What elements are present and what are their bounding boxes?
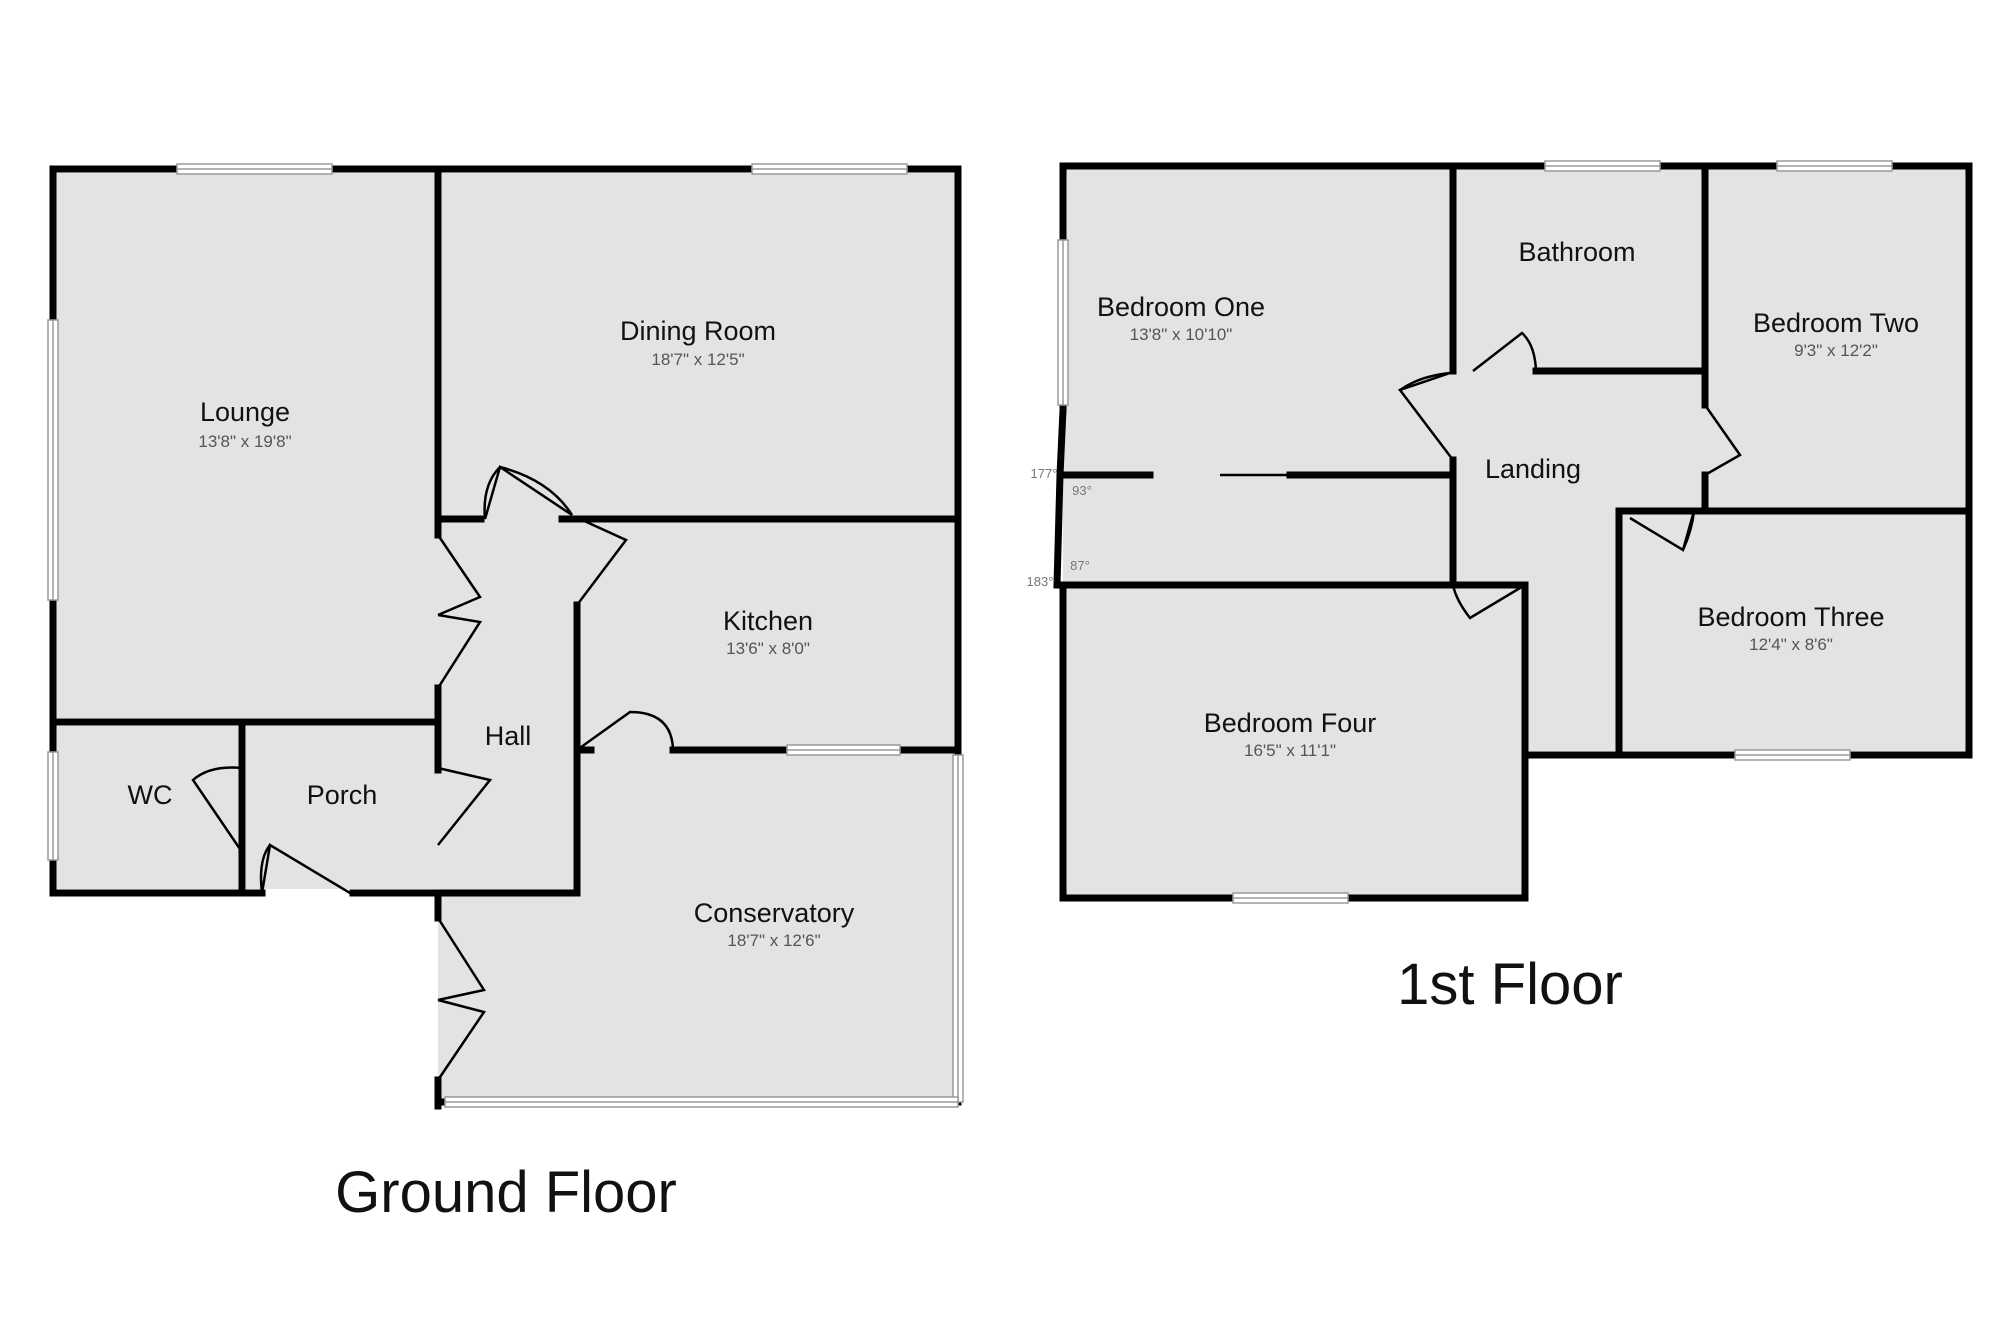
lounge-top-window [176,163,333,175]
conservatory-label: Conservatory [694,898,855,928]
angle-87: 87° [1070,558,1090,573]
porch-hall-door [437,766,493,846]
porch-area [246,726,438,889]
bedroom-one-area [1063,166,1453,475]
bedroom-three-label: Bedroom Three [1697,602,1884,632]
bedroom-two-label: Bedroom Two [1753,308,1919,338]
front-door [259,842,351,895]
bedroom-two-area [1705,166,1969,511]
ground-floor-doors [191,465,675,1081]
bedroom-two-window [1776,160,1893,172]
bathroom-label: Bathroom [1518,237,1635,267]
kitchen-dims: 13'6" x 8'0" [726,639,810,658]
bedroom-three-dims: 12'4" x 8'6" [1749,635,1833,654]
ground-floor-plan: Lounge 13'8" x 19'8" Dining Room 18'7" x… [47,163,964,1225]
bedroom-four-window [1232,892,1349,904]
bathroom-area [1453,166,1705,371]
ground-floor-windows [47,163,964,1108]
landing-area [1453,371,1705,751]
dining-door [483,465,574,520]
dining-room-label: Dining Room [620,316,776,346]
bedroom-three-door [1629,510,1696,552]
bedroom-one-label: Bedroom One [1097,292,1265,322]
conservatory-area [438,746,958,1102]
conservatory-double-door [436,917,487,1081]
lounge-side-window [47,319,59,601]
dining-room-area [438,173,958,519]
first-floor-windows [1057,160,1893,904]
hall-label: Hall [485,721,532,751]
bedroom-three-area [1619,511,1969,751]
bathroom-window [1544,160,1661,172]
bedroom-four-area [1063,585,1525,898]
kitchen-label: Kitchen [723,606,813,636]
lounge-dims: 13'8" x 19'8" [198,432,291,451]
bedroom-one-dims: 13'8" x 10'10" [1130,325,1233,344]
lounge-label: Lounge [200,397,290,427]
conservatory-dims: 18'7" x 12'6" [727,931,820,950]
angle-183: 183° [1027,574,1054,589]
conservatory-bottom-glazing [444,1096,959,1108]
wc-side-window [47,751,59,861]
dining-room-dims: 18'7" x 12'5" [651,350,744,369]
kitchen-door [576,517,628,606]
bedroom-three-window [1734,749,1851,761]
wc-label: WC [128,780,173,810]
bedroom-two-dims: 9'3" x 12'2" [1794,341,1878,360]
kitchen-area [577,519,958,746]
first-floor-label: 1st Floor [1397,952,1623,1017]
bedroom-four-label: Bedroom Four [1204,708,1377,738]
dining-top-window [751,163,908,175]
ground-floor-label: Ground Floor [335,1160,677,1225]
lounge-double-door [436,534,483,689]
kitchen-window [786,744,901,756]
landing-label: Landing [1485,454,1581,484]
first-floor-plan: 177° 93° 87° 183° Bedroom One 13'8" x 10… [1027,160,1973,1017]
lounge-area [53,173,438,718]
bedroom-one-door [1397,371,1454,461]
angle-93: 93° [1072,483,1092,498]
bedroom-four-door [1451,583,1526,620]
angle-177: 177° [1031,466,1058,481]
bathroom-door [1472,331,1538,372]
bedroom-one-side-window [1057,239,1069,406]
porch-label: Porch [307,780,378,810]
bedroom-one-wardrobe-area [1063,475,1453,585]
porch-wc-door [191,766,244,853]
conservatory-side-glazing [952,754,964,1103]
bedroom-four-dims: 16'5" x 11'1" [1244,741,1336,760]
first-floor-doors [1397,331,1742,620]
conservatory-hall-door [576,710,675,752]
bedroom-two-door [1703,404,1742,477]
